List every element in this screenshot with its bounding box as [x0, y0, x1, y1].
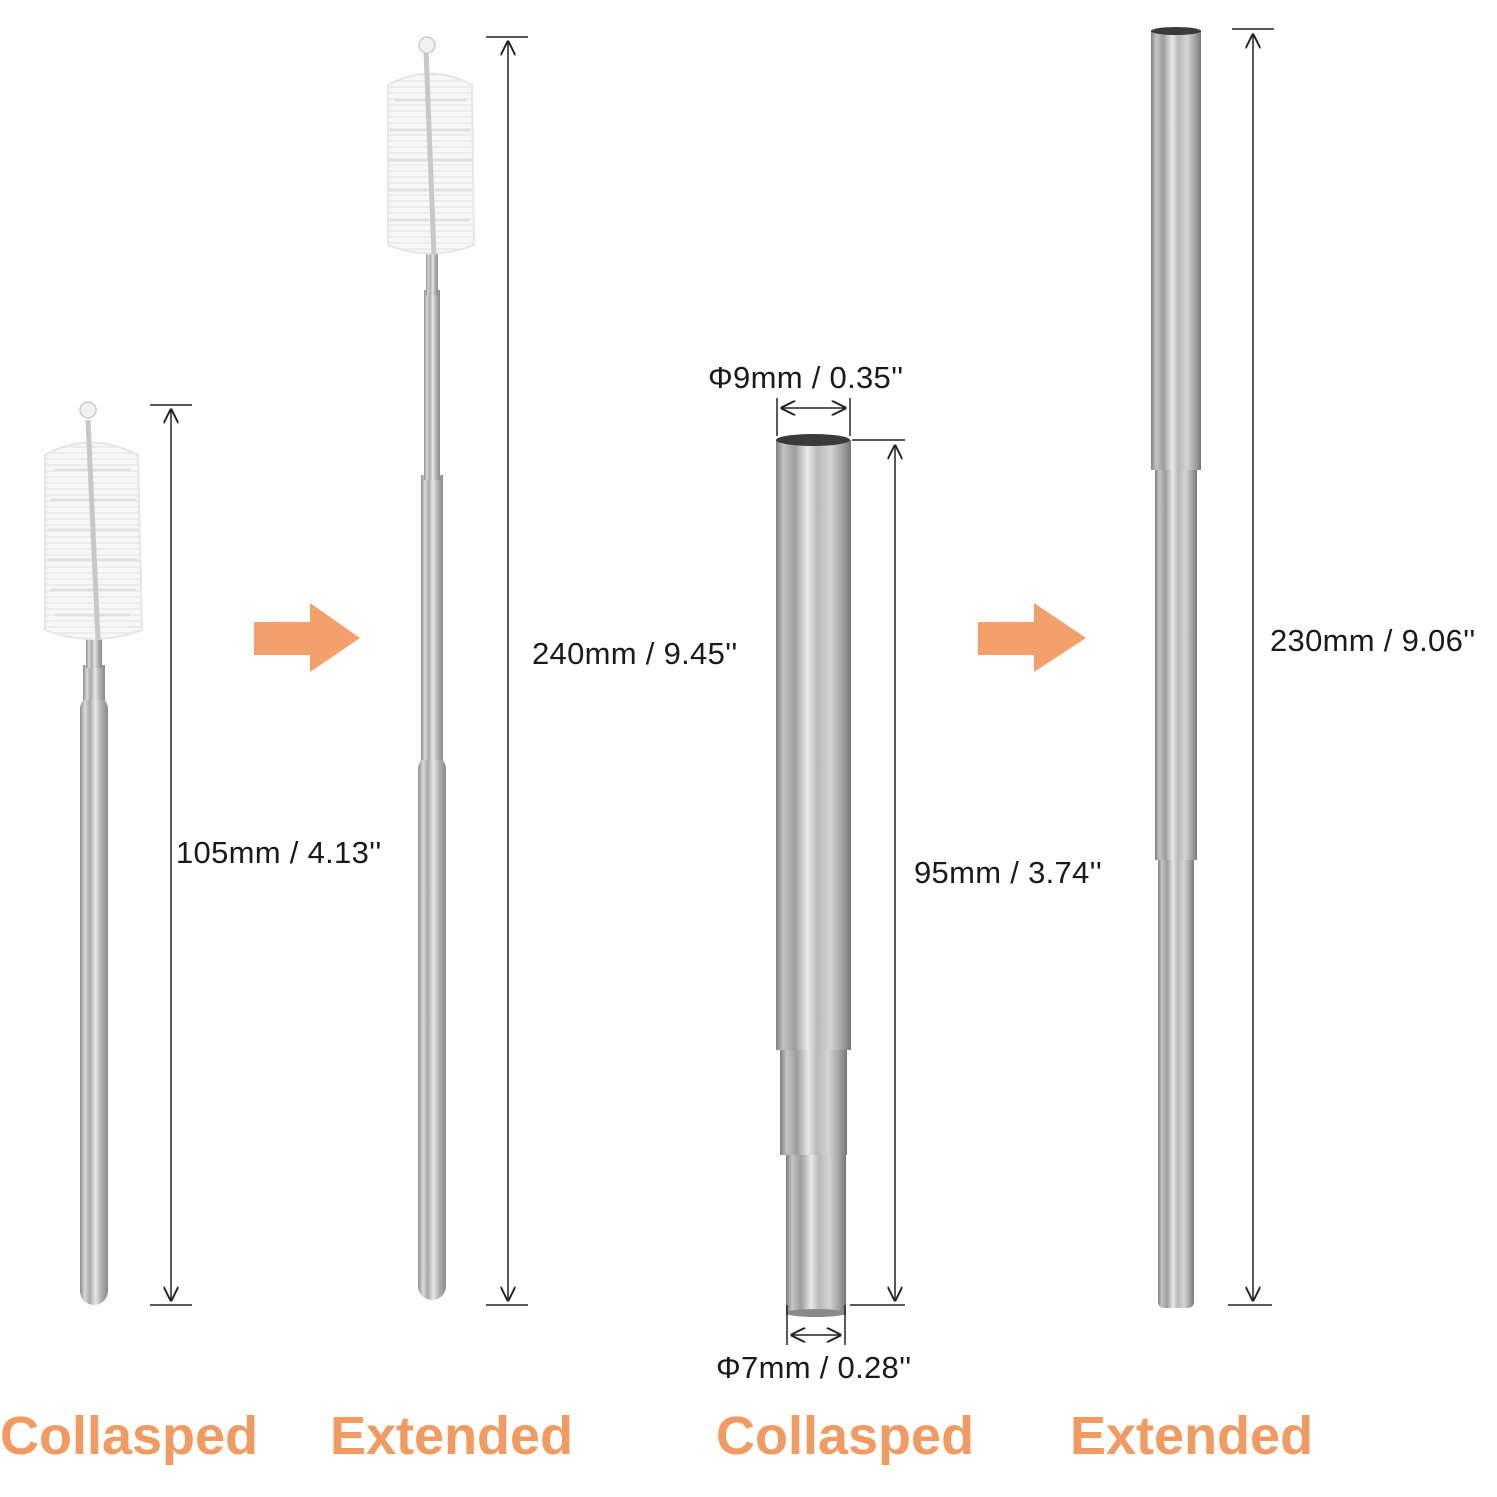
caption-straw-extended: Extended — [1070, 1406, 1314, 1466]
brush-handle — [80, 695, 108, 1305]
brush-extended-length-label: 240mm / 9.45'' — [532, 636, 738, 671]
brush-shaft — [83, 665, 105, 700]
straw-collapsed-length-label: 95mm / 3.74'' — [914, 855, 1103, 890]
dimension-straw-diameter-bottom — [786, 1305, 846, 1345]
straw-diameter-bottom-label: Φ7mm / 0.28'' — [716, 1350, 912, 1385]
straw-opening — [1151, 27, 1201, 35]
brush-shaft-segment-2 — [424, 290, 440, 480]
straw-segment-2 — [780, 1045, 847, 1155]
extended-brush — [387, 36, 476, 1300]
brush-tip — [418, 36, 436, 54]
straw-segment-3 — [786, 1150, 846, 1315]
brush-tip — [79, 401, 97, 419]
straw-segment-2 — [1155, 465, 1197, 860]
dimension-straw-extended — [1228, 28, 1274, 1306]
collapsed-brush — [44, 401, 144, 1305]
collapsed-straw — [776, 434, 851, 1317]
arrow-right-icon — [254, 603, 360, 672]
caption-brush-extended: Extended — [330, 1406, 574, 1466]
brush-bristles — [387, 49, 476, 256]
straw-segment-3 — [1158, 855, 1194, 1308]
extended-straw — [1151, 27, 1201, 1308]
arrow-right-icon — [978, 603, 1086, 672]
dimension-straw-diameter-top — [776, 398, 851, 436]
straw-opening — [776, 434, 850, 446]
brush-shaft-segment-1 — [421, 475, 443, 760]
dimension-brush-collapsed — [150, 404, 192, 1306]
straw-segment-1 — [776, 440, 851, 1050]
caption-straw-collapsed: Collasped — [716, 1406, 975, 1466]
straw-segment-1 — [1151, 30, 1201, 470]
dimension-brush-extended — [486, 36, 528, 1306]
brush-bristles — [44, 419, 144, 641]
caption-brush-collapsed: Collasped — [0, 1406, 259, 1466]
brush-collapsed-length-label: 105mm / 4.13'' — [176, 835, 382, 870]
straw-extended-length-label: 230mm / 9.06'' — [1270, 623, 1476, 658]
brush-handle — [418, 755, 446, 1300]
dimension-straw-collapsed — [850, 439, 905, 1306]
straw-diameter-top-label: Φ9mm / 0.35'' — [708, 360, 904, 395]
